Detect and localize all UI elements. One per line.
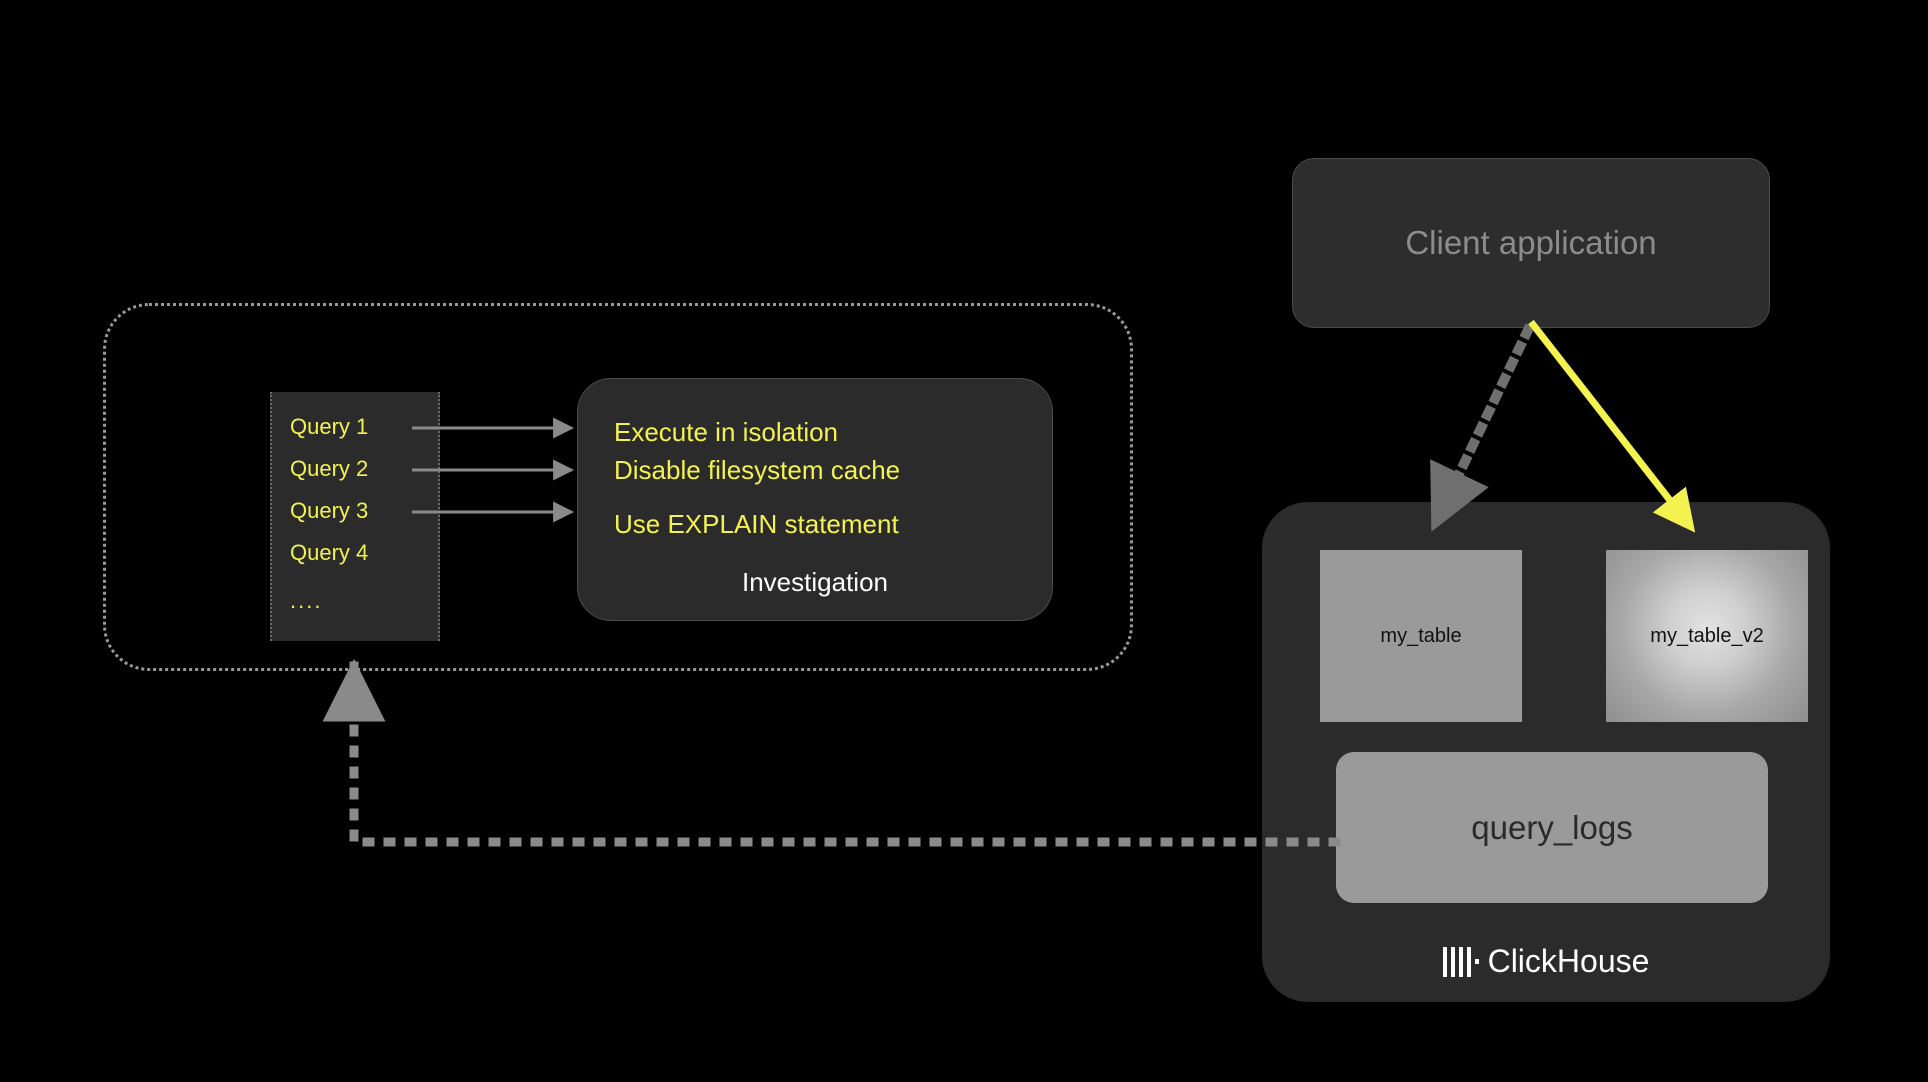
table-box-my-table[interactable]: my_table — [1320, 550, 1522, 722]
investigation-step: Disable filesystem cache — [614, 455, 901, 485]
query-list-item[interactable]: Query 1 — [290, 414, 369, 439]
clickhouse-wordmark: ClickHouse — [1487, 943, 1650, 979]
table-box-label: my_table — [1380, 624, 1462, 647]
investigation-caption: Investigation — [742, 567, 888, 597]
query-list-item-more: .... — [290, 588, 323, 613]
table-box-my-table-v2[interactable]: my_table_v2 — [1606, 550, 1808, 722]
client-application-card: Client application — [1292, 158, 1770, 328]
investigation-card: Execute in isolation Disable filesystem … — [577, 378, 1053, 621]
connector-client-to-my-table — [1430, 323, 1535, 532]
query-logs-label: query_logs — [1471, 808, 1633, 846]
clickhouse-panel: my_table my_table_v2 query_logs ClickHou… — [1262, 502, 1830, 1002]
query-list-item[interactable]: Query 2 — [290, 456, 369, 481]
investigation-step: Use EXPLAIN statement — [614, 509, 899, 539]
connector-query-logs-to-query-group — [322, 658, 1341, 847]
connector-client-to-my-table-v2 — [1528, 319, 1696, 533]
query-list-item[interactable]: Query 4 — [290, 540, 369, 565]
query-list-panel: Query 1 Query 2 Query 3 Query 4 .... — [270, 392, 440, 641]
clickhouse-bars-icon — [1442, 946, 1479, 977]
query-list-item[interactable]: Query 3 — [290, 498, 369, 523]
investigation-step: Execute in isolation — [614, 417, 839, 447]
client-application-label: Client application — [1405, 224, 1657, 261]
table-box-label: my_table_v2 — [1650, 624, 1764, 647]
query-logs-box[interactable]: query_logs — [1336, 752, 1768, 903]
clickhouse-logo: ClickHouse — [1262, 943, 1830, 980]
